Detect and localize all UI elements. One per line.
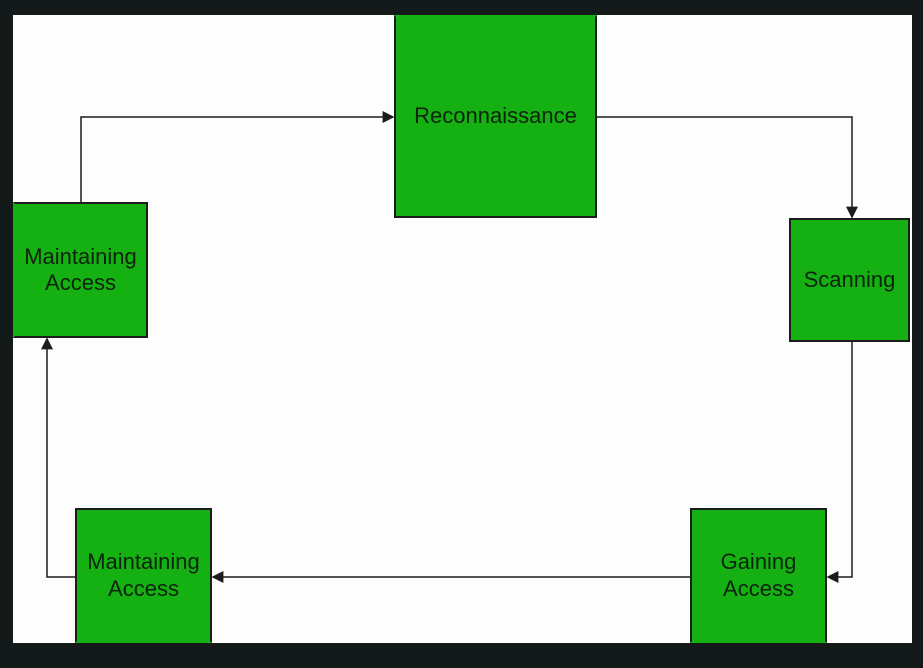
node-maintaining-access-bottom: Maintaining Access: [75, 508, 212, 643]
edge-maintaining-bottom-to-maintaining-left: [41, 337, 75, 578]
node-scanning-label: Scanning: [803, 266, 896, 292]
edge-reconnaissance-to-scanning: [597, 116, 858, 219]
node-maintaining-access-bottom-label: Maintaining Access: [87, 549, 200, 601]
node-reconnaissance: Reconnaissance: [394, 15, 597, 218]
node-maintaining-access-left-label: Maintaining Access: [24, 243, 137, 295]
node-reconnaissance-label: Reconnaissance: [414, 103, 577, 129]
edge-maintaining-left-to-reconnaissance: [80, 111, 395, 202]
node-maintaining-access-left: Maintaining Access: [13, 202, 148, 338]
node-gaining-access: Gaining Access: [690, 508, 827, 643]
diagram-canvas: Reconnaissance Scanning Gaining Access M…: [13, 15, 912, 643]
node-gaining-access-label: Gaining Access: [720, 549, 797, 601]
node-scanning: Scanning: [789, 218, 910, 342]
edge-scanning-to-gaining-access: [826, 342, 853, 583]
connector-lines: [41, 111, 858, 583]
